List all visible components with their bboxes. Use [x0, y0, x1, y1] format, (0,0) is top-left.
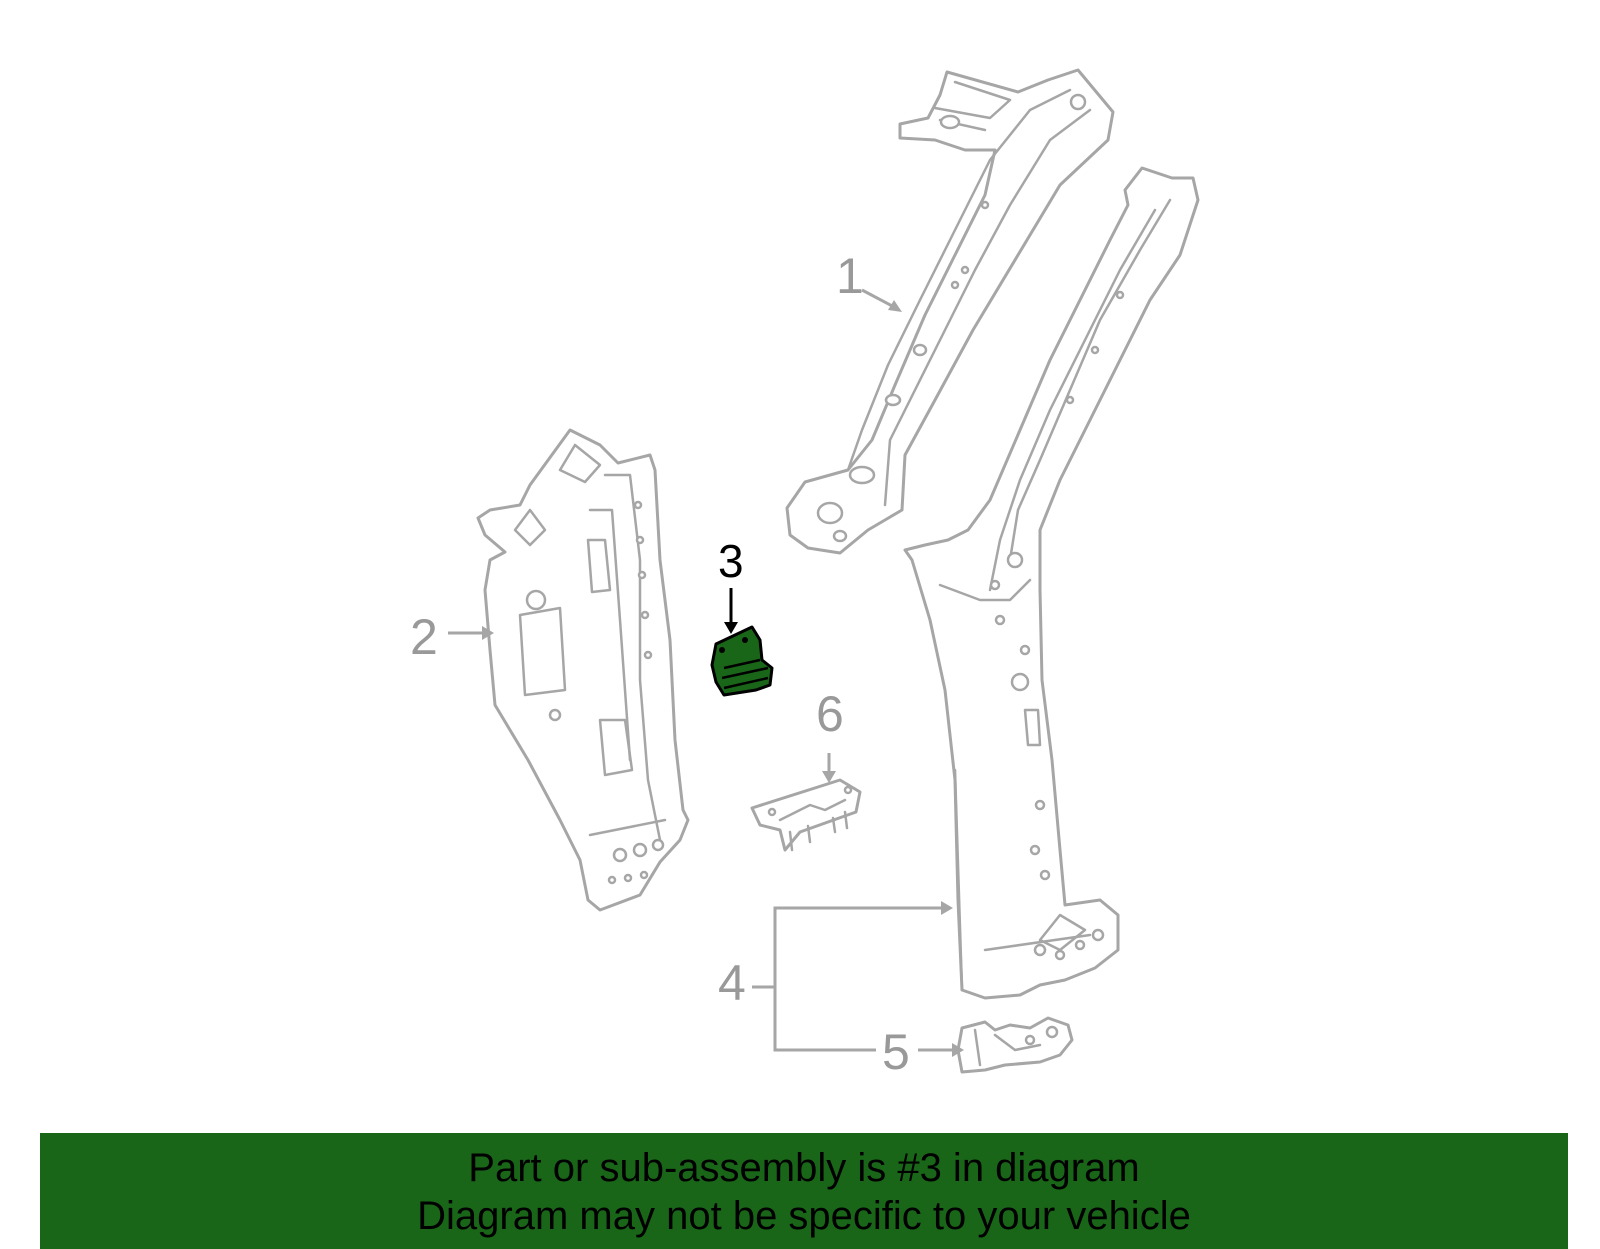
- leader-2-arrowhead: [482, 626, 494, 640]
- callout-3: 3: [718, 535, 744, 587]
- parts-diagram: 1 2 3 4 5 6: [410, 68, 1200, 1080]
- callout-1: 1: [836, 248, 864, 304]
- callout-4: 4: [718, 955, 746, 1011]
- leader-1: [861, 288, 897, 310]
- banner-line-disclaimer: Diagram may not be specific to your vehi…: [417, 1194, 1191, 1238]
- leader-1-arrowhead: [888, 300, 902, 312]
- leader-lines: [448, 288, 964, 1057]
- callout-5: 5: [882, 1024, 910, 1080]
- leader-4-arrowhead: [941, 901, 953, 915]
- leader-6-arrowhead: [822, 771, 836, 783]
- part-2-inner-panel[interactable]: [476, 428, 690, 912]
- leader-5-arrowhead: [952, 1043, 964, 1057]
- part-3-bracket-highlighted[interactable]: [710, 625, 774, 697]
- callout-2: 2: [410, 609, 438, 665]
- banner-line-part-number: Part or sub-assembly is #3 in diagram: [468, 1146, 1140, 1190]
- leader-3-arrowhead: [724, 622, 738, 634]
- part-6-bracket[interactable]: [750, 778, 862, 852]
- callout-6: 6: [816, 686, 844, 742]
- part-5-bracket[interactable]: [956, 1016, 1074, 1074]
- leader-4-bracket: [773, 906, 945, 1052]
- part-1-upper-pillar[interactable]: [785, 68, 1115, 555]
- info-banner: Part or sub-assembly is #3 in diagram Di…: [40, 1133, 1568, 1249]
- part-4-center-pillar[interactable]: [903, 166, 1200, 1000]
